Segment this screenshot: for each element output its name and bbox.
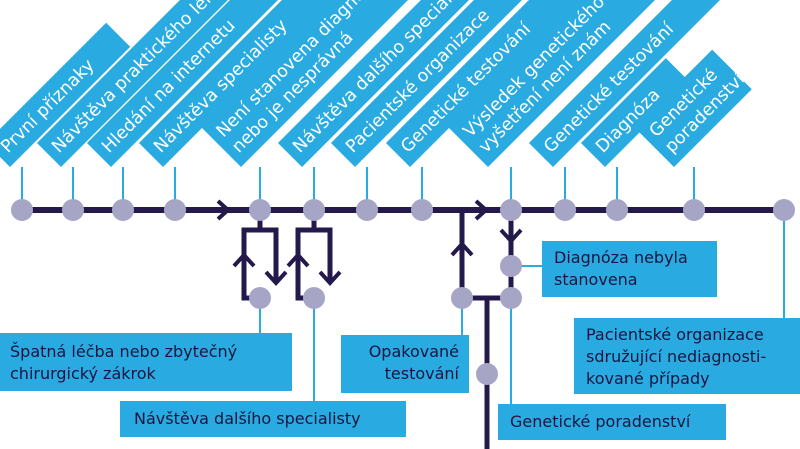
- step-tag-background: [448, 0, 665, 167]
- step-tag-stems: [21, 167, 785, 404]
- label-no-diagnosis: Diagnóza nebyla stanovena: [542, 241, 717, 297]
- node-step-9: [500, 199, 522, 221]
- label-another-specialist: Návštěva dalšího specialisty: [120, 401, 406, 437]
- loop-1-left: [241, 210, 263, 301]
- node-genetic-counselling: [500, 287, 522, 309]
- result-down-arrow: [499, 228, 523, 244]
- step-tag-background: [86, 0, 288, 167]
- loop-2-down-arrow: [318, 270, 342, 286]
- label-no-diagnosis-line-2: stanovena: [554, 270, 638, 289]
- forward-arrow-2: [474, 199, 489, 221]
- node-step-12: [683, 199, 705, 221]
- node-repeated-testing: [451, 287, 473, 309]
- node-step-1: [11, 199, 33, 221]
- loop-1-up-arrow: [232, 252, 256, 268]
- label-patient-orgs-line-3: kované případy: [586, 369, 710, 388]
- step-tag-background: [0, 22, 131, 167]
- loop-2-right: [314, 227, 333, 282]
- node-step-4: [164, 199, 186, 221]
- step-tag-background: [634, 49, 752, 167]
- label-repeated-testing-line-1: Opakované: [368, 342, 459, 361]
- label-repeated-testing-line-2: testování: [384, 364, 459, 383]
- label-wrong-treatment: Špatná léčba nebo zbytečný chirurgický z…: [0, 333, 292, 391]
- node-step-5: [249, 199, 271, 221]
- loop-2-left: [295, 210, 317, 301]
- label-another-specialist-text: Návštěva dalšího specialisty: [134, 409, 361, 428]
- label-genetic-counselling: Genetické poradenství: [498, 404, 726, 440]
- step-tag-background: [138, 0, 340, 167]
- step-tag-background: [36, 0, 238, 167]
- label-wrong-treatment-line-1: Špatná léčba nebo zbytečný: [10, 342, 238, 361]
- label-patient-orgs-line-2: sdružující nediagnosti-: [586, 347, 767, 366]
- node-another-specialist: [303, 287, 325, 309]
- label-patient-orgs-line-1: Pacientské organizace: [586, 325, 764, 344]
- forward-arrow-1: [216, 199, 231, 221]
- repeat-testing-up-arrow: [450, 241, 474, 257]
- node-step-2: [62, 199, 84, 221]
- step-tag-background: [201, 0, 418, 167]
- node-step-3: [112, 199, 134, 221]
- step-tag-background: [277, 0, 479, 167]
- node-bottom-exit: [476, 363, 498, 385]
- node-step-7: [356, 199, 378, 221]
- node-step-8: [411, 199, 433, 221]
- step-tag-background: [580, 58, 690, 167]
- node-end: [773, 199, 795, 221]
- label-wrong-treatment-line-2: chirurgický zákrok: [10, 364, 156, 383]
- step-tags: První příznakyNávštěva praktického lékař…: [0, 0, 752, 167]
- label-repeated-testing: Opakované testování: [341, 335, 469, 393]
- node-step-11: [606, 199, 628, 221]
- step-tag-background: [330, 0, 532, 167]
- step-tag-background: [528, 0, 730, 167]
- node-step-6: [303, 199, 325, 221]
- label-no-diagnosis-line-1: Diagnóza nebyla: [554, 248, 688, 267]
- loop-1-down-arrow: [264, 270, 288, 286]
- node-step-10: [554, 199, 576, 221]
- label-genetic-counselling-text: Genetické poradenství: [510, 412, 691, 431]
- node-no-diagnosis: [500, 255, 522, 277]
- label-patient-organisations: Pacientské organizace sdružující nediagn…: [574, 318, 800, 394]
- loop-2-up-arrow: [286, 252, 310, 268]
- loop-1-right: [260, 227, 279, 282]
- step-tag-background: [385, 0, 587, 167]
- nodes: [11, 199, 795, 385]
- node-wrong-treatment: [249, 287, 271, 309]
